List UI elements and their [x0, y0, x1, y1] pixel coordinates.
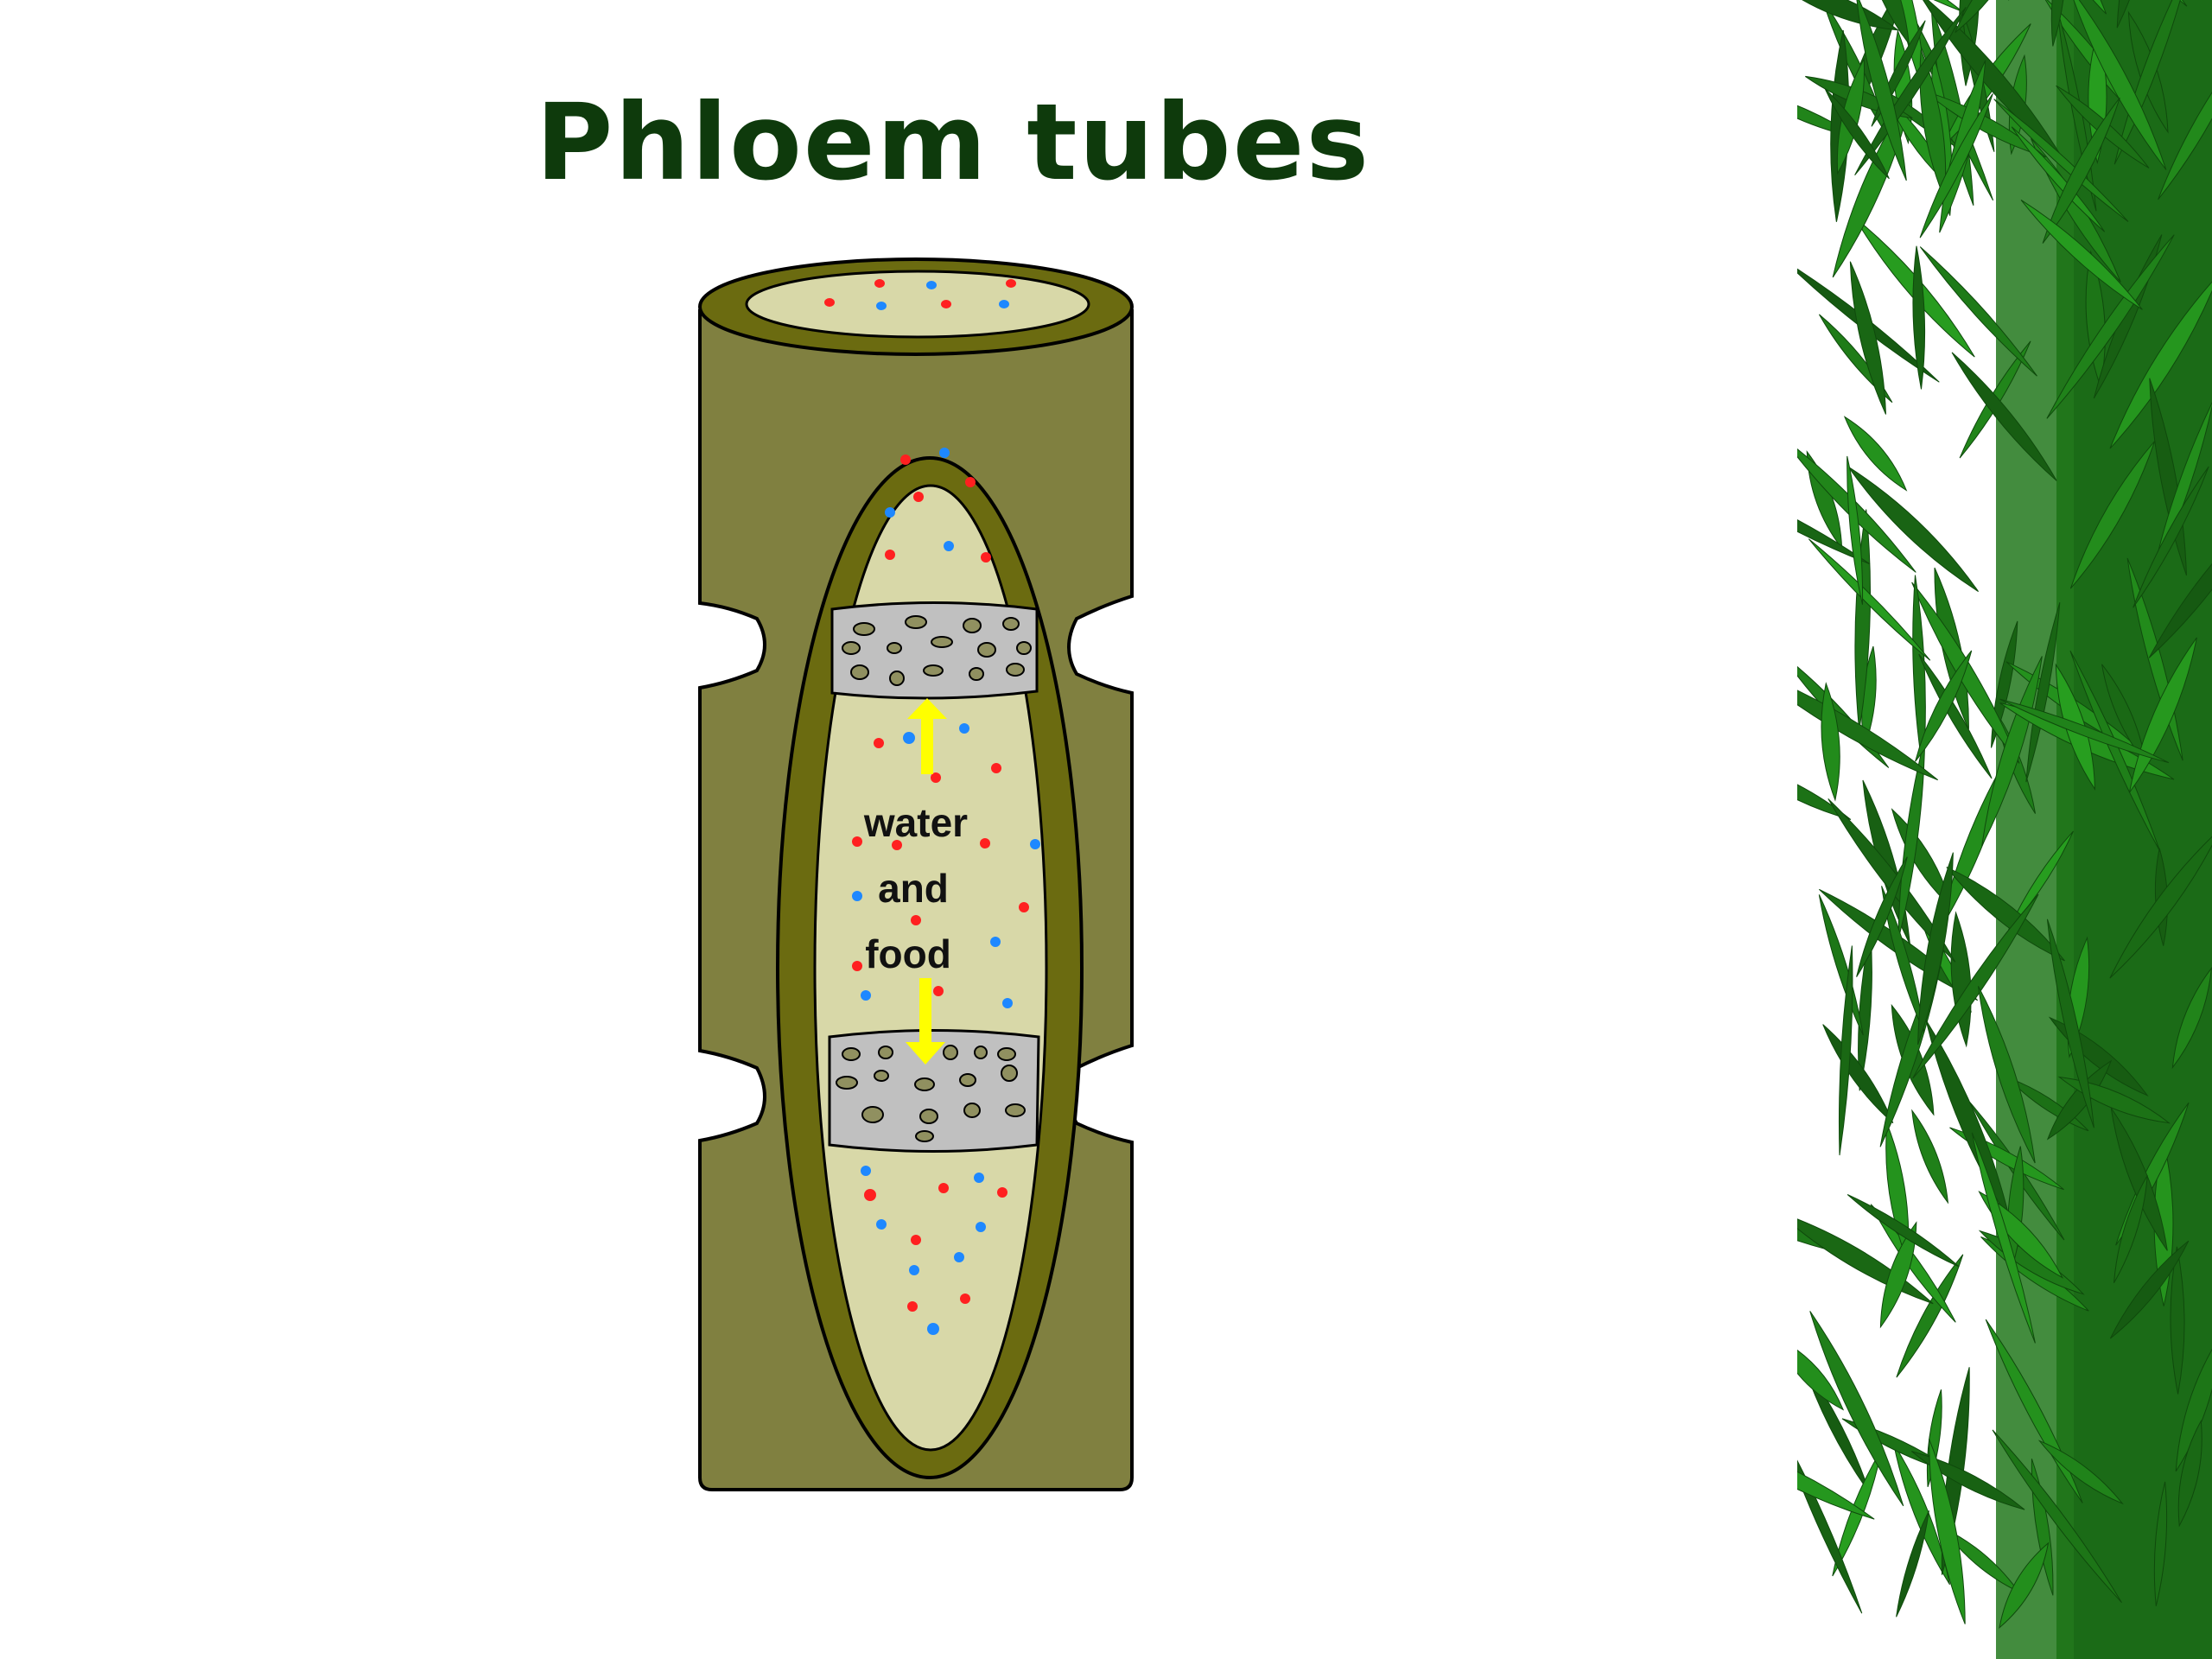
bamboo-leaves-icon	[1797, 0, 2212, 1659]
bamboo-leaf	[2046, 1059, 2113, 1141]
bamboo-leaf	[1847, 455, 1864, 605]
bamboo-leaf	[1999, 698, 2170, 764]
bamboo-leaf	[2109, 828, 2212, 979]
bamboo-leaf	[1822, 1024, 1894, 1124]
bamboo-leaf	[1993, 99, 2129, 222]
arrow-down-icon	[906, 978, 945, 1065]
bamboo-leaf	[1797, 477, 1871, 565]
bamboo-leaf	[2046, 918, 2094, 1128]
bamboo-leaf	[1912, 893, 2039, 1079]
inner-sap-channel	[813, 484, 1048, 1452]
label-food: food	[865, 931, 951, 976]
bamboo-leaf	[1809, 1311, 1904, 1507]
bamboo-leaf	[1912, 575, 1926, 772]
bamboo-leaf	[2093, 234, 2163, 399]
bamboo-leaf	[1860, 0, 1910, 46]
bamboo-leaf	[2011, 126, 2106, 232]
sap-particles-top	[885, 448, 991, 563]
bamboo-leaf	[1992, 1429, 2122, 1604]
bamboo-leaf	[1830, 29, 1850, 222]
bamboo-leaf	[1955, 0, 2024, 33]
bamboo-leaf	[2133, 466, 2209, 608]
bamboo-leaf	[2046, 234, 2175, 419]
bamboo-leaf	[2153, 1481, 2168, 1606]
bamboo-leaf	[2069, 650, 2161, 853]
bamboo-leaf	[1971, 1132, 2036, 1344]
top-particles	[824, 279, 1016, 310]
bamboo-leaf	[1870, 1204, 1956, 1323]
bamboo-leaf	[1915, 650, 1973, 762]
bamboo-leaf	[1911, 1109, 1949, 1205]
bamboo-leaf	[2170, 1246, 2185, 1395]
bamboo-leaf	[2113, 1175, 2148, 1284]
sap-particles-bottom	[861, 1166, 1007, 1335]
bamboo-leaf	[1821, 682, 1840, 802]
bamboo-leaf	[2037, 1440, 2124, 1505]
bamboo-leaf	[1797, 1336, 1845, 1411]
bamboo-leaf	[2042, 97, 2120, 244]
bamboo-leaf	[2177, 1419, 2202, 1528]
bamboo-leaf	[1919, 49, 1947, 200]
bamboo-leaf	[1827, 798, 1956, 963]
bamboo-leaf	[1946, 867, 2065, 962]
bamboo-leaf	[1912, 245, 1926, 390]
sieve-plate-upper	[830, 601, 1039, 700]
bamboo-leaf	[1896, 1510, 1929, 1618]
bamboo-leaf	[1917, 852, 1954, 1046]
bamboo-leaf	[1918, 653, 1993, 779]
arrow-up-icon	[907, 698, 947, 774]
bamboo-leaf	[1919, 93, 1993, 238]
tube-top-opening	[745, 270, 1090, 339]
sieve-plate-lower	[828, 1029, 1040, 1153]
bamboo-leaf	[2109, 1240, 2190, 1339]
bamboo-leaf	[1824, 88, 1890, 180]
bamboo-leaf	[1856, 856, 1908, 977]
bamboo-leaf	[1881, 886, 1925, 1033]
phloem-tube-diagram: water and food	[698, 257, 1134, 1491]
bamboo-leaf	[1981, 656, 2043, 847]
sap-particles-middle	[852, 723, 1040, 1008]
bamboo-leaf	[2031, 138, 2121, 283]
bamboo-leaf	[1978, 986, 2036, 1164]
bamboo-leaf	[1896, 1254, 1964, 1378]
bamboo-leaf	[1911, 582, 2020, 764]
label-water: water	[863, 800, 968, 845]
bamboo-leaf	[1847, 1194, 1960, 1268]
bamboo-leaf	[1999, 1541, 2050, 1629]
bamboo-leaf	[2050, 0, 2067, 47]
bamboo-leaf	[2101, 664, 2147, 765]
bamboo-leaf	[1838, 945, 1853, 1156]
bamboo-leaf	[1849, 261, 1886, 415]
bamboo-leaf	[1797, 669, 1939, 781]
bamboo-leaf	[1855, 0, 1907, 181]
label-and: and	[878, 866, 949, 911]
bamboo-leaf	[2158, 41, 2212, 200]
bamboo-leaf	[1797, 1211, 1934, 1305]
bamboo-leaf	[2020, 200, 2143, 310]
bamboo-leaf	[1797, 759, 1852, 820]
bamboo-leaf	[1879, 1221, 1917, 1329]
sieve-pores-lower	[836, 1045, 1026, 1142]
bamboo-leaf	[1951, 352, 2057, 481]
bamboo-leaf	[1843, 416, 1908, 492]
bamboo-leaf	[2148, 507, 2212, 658]
bamboo-leaf	[1797, 90, 1857, 138]
bamboo-leaf	[1910, 1451, 2025, 1510]
bamboo-leaf	[2171, 966, 2212, 1070]
bamboo-leaf	[1917, 0, 2063, 160]
bamboo-leaf	[1797, 1434, 1875, 1520]
slide-title: Phloem tubes	[536, 81, 1371, 204]
bamboo-leaf	[1854, 509, 1872, 731]
bamboo-leaf	[2068, 0, 2167, 170]
sieve-pores-upper	[842, 615, 1032, 686]
bamboo-leaf	[2069, 441, 2156, 589]
bamboo-leaf	[1808, 538, 1931, 661]
bamboo-leaf	[1919, 246, 2037, 377]
bamboo-leaf	[1929, 1439, 1966, 1624]
